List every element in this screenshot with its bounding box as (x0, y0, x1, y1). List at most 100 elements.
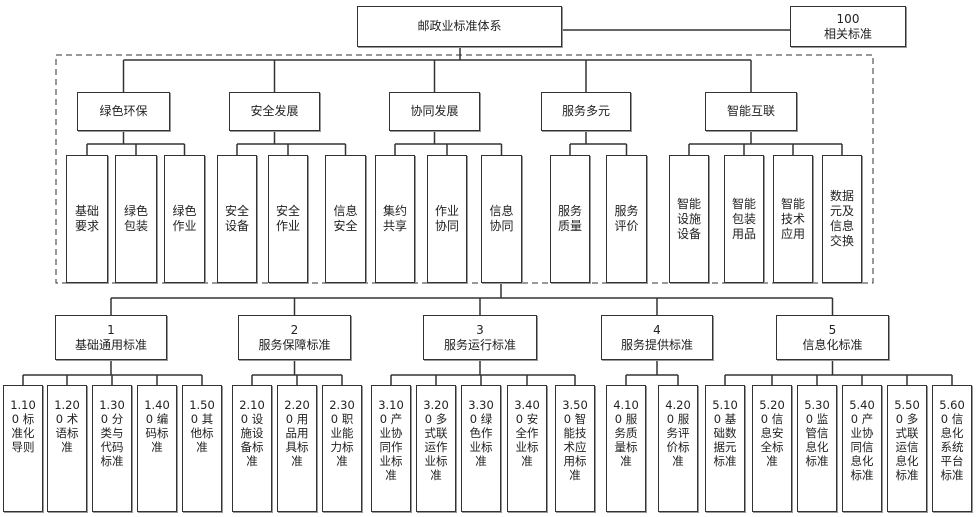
domain-leaf-box-text: 安全作业 (275, 204, 300, 233)
category-box-text: 3 (476, 322, 484, 337)
root-box: 邮政业标准体系 (357, 6, 562, 47)
domain-leaf-box-text: 绿色作业 (172, 204, 197, 233)
category-leaf-box: 4.200 服务评价标准 (658, 385, 698, 512)
category-leaf-box-text: 1.100 标准化导则 (10, 398, 36, 454)
category-leaf-box: 2.100 设施设备标准 (232, 385, 272, 512)
category-leaf-box: 3.500 智能技术应用标准 (555, 385, 595, 512)
domain-leaf-box-text: 信息安全 (333, 204, 358, 233)
domain-leaf-box: 集约共享 (375, 155, 415, 283)
domain-leaf-box-text: 作业协同 (434, 204, 459, 233)
domain-box-text: 安全发展 (250, 104, 299, 118)
category-leaf-box: 1.300 分类与代码标准 (92, 385, 132, 512)
domain-leaf-box: 安全设备 (217, 155, 257, 283)
domain-box-text: 协同发展 (410, 104, 459, 118)
category-leaf-box-text: 1.400 编码标准 (144, 398, 170, 454)
domain-leaf-box-text: 基础要求 (74, 204, 99, 233)
category-leaf-box: 1.100 标准化导则 (3, 385, 43, 512)
domain-leaf-box: 数据元及信息交换 (822, 155, 862, 283)
category-leaf-box-text: 3.100 产业协同作业标准 (378, 398, 404, 482)
domain-box: 服务多元 (541, 92, 631, 131)
domain-leaf-box-text: 服务评价 (614, 204, 639, 233)
domain-leaf-box-text: 信息协同 (489, 204, 514, 233)
domain-leaf-box-text: 服务质量 (557, 204, 582, 233)
category-leaf-box-text: 3.300 绿色作业标准 (468, 398, 494, 468)
category-leaf-box: 3.300 绿色作业标准 (461, 385, 501, 512)
domain-box-text: 绿色环保 (99, 104, 148, 118)
related-number: 100 (836, 11, 860, 26)
category-leaf-box-text: 2.200 用品用具标准 (284, 398, 310, 468)
category-leaf-box: 3.200 多式联运作业标准 (416, 385, 456, 512)
domain-leaf-box-text: 智能技术应用 (780, 196, 805, 241)
domain-leaf-box-text: 数据元及信息交换 (829, 189, 854, 248)
category-box-text: 基础通用标准 (74, 337, 147, 352)
category-box-text: 服务保障标准 (258, 337, 331, 352)
category-leaf-box-text: 3.200 多式联运作业标准 (423, 398, 449, 482)
category-leaf-box-text: 5.200 信息安全标准 (759, 398, 785, 468)
domain-leaf-box: 信息协同 (481, 155, 522, 283)
domain-leaf-box-text: 集约共享 (382, 204, 407, 233)
category-leaf-box-text: 5.500 多式联运信息化标准 (894, 398, 920, 482)
domain-leaf-box: 智能包装用品 (724, 155, 764, 283)
category-leaf-box: 4.100 服务质量标准 (606, 385, 646, 512)
category-box-text: 4 (653, 322, 661, 337)
category-leaf-box-text: 1.500 其他标准 (189, 398, 215, 454)
root-title: 邮政业标准体系 (417, 19, 502, 33)
domain-leaf-box: 服务质量 (550, 155, 590, 283)
category-leaf-box-text: 2.300 职业能力标准 (329, 398, 355, 468)
category-leaf-box-text: 5.100 基础数据元标准 (712, 398, 738, 468)
category-leaf-box: 5.300 监管信息化标准 (797, 385, 837, 512)
category-leaf-box-text: 5.400 产业协同信息化标准 (849, 398, 875, 482)
category-box-text: 2 (290, 322, 299, 337)
domain-leaf-box-text: 智能包装用品 (731, 196, 756, 241)
category-leaf-box-text: 1.300 分类与代码标准 (99, 398, 125, 468)
category-leaf-box: 3.100 产业协同作业标准 (371, 385, 411, 512)
category-leaf-box: 5.600 信息化系统平台标准 (932, 385, 972, 512)
domain-leaf-box: 信息安全 (325, 155, 366, 283)
category-leaf-box-text: 3.500 智能技术应用标准 (562, 398, 588, 482)
category-box-text: 1 (107, 322, 115, 337)
category-box-text: 服务提供标准 (620, 337, 693, 352)
domain-box-text: 智能互联 (726, 104, 775, 118)
domain-leaf-box-text: 绿色包装 (123, 204, 148, 233)
category-leaf-box: 5.500 多式联运信息化标准 (887, 385, 927, 512)
category-leaf-box: 5.100 基础数据元标准 (705, 385, 745, 512)
domain-leaf-box: 绿色包装 (115, 155, 157, 283)
category-leaf-box-text: 3.400 安全作业标准 (514, 398, 540, 468)
domain-box: 绿色环保 (77, 92, 170, 131)
category-leaf-box-text: 4.100 服务质量标准 (613, 398, 639, 468)
domain-box-text: 服务多元 (561, 104, 610, 118)
category-leaf-box: 2.300 职业能力标准 (322, 385, 362, 512)
category-leaf-box: 5.400 产业协同信息化标准 (842, 385, 882, 512)
domain-leaf-box: 智能技术应用 (773, 155, 813, 283)
domain-leaf-box: 安全作业 (268, 155, 308, 283)
related-label: 相关标准 (823, 26, 872, 41)
domain-leaf-box: 绿色作业 (164, 155, 205, 283)
category-box-text: 服务运行标准 (443, 337, 516, 352)
category-leaf-box: 3.400 安全作业标准 (507, 385, 547, 512)
dashed-boundary (55, 54, 874, 284)
domain-leaf-box: 服务评价 (606, 155, 647, 283)
category-leaf-box: 1.400 编码标准 (137, 385, 177, 512)
category-leaf-box-text: 5.600 信息化系统平台标准 (939, 398, 965, 482)
domain-leaf-box-text: 安全设备 (224, 204, 249, 233)
category-box-text: 5 (828, 322, 837, 337)
category-leaf-box-text: 1.200 术语标准 (54, 398, 80, 454)
domain-leaf-box-text: 智能设施设备 (676, 196, 701, 241)
category-leaf-box: 1.500 其他标准 (182, 385, 222, 512)
domain-box: 安全发展 (229, 92, 320, 131)
category-leaf-box-text: 4.200 服务评价标准 (665, 398, 691, 468)
domain-leaf-box: 智能设施设备 (669, 155, 709, 283)
domain-leaf-box: 作业协同 (427, 155, 467, 283)
category-leaf-box-text: 2.100 设施设备标准 (239, 398, 265, 468)
domain-leaf-box: 基础要求 (66, 155, 108, 283)
domain-box: 智能互联 (705, 92, 797, 131)
category-box-text: 信息化标准 (802, 337, 863, 352)
category-leaf-box: 2.200 用品用具标准 (277, 385, 317, 512)
